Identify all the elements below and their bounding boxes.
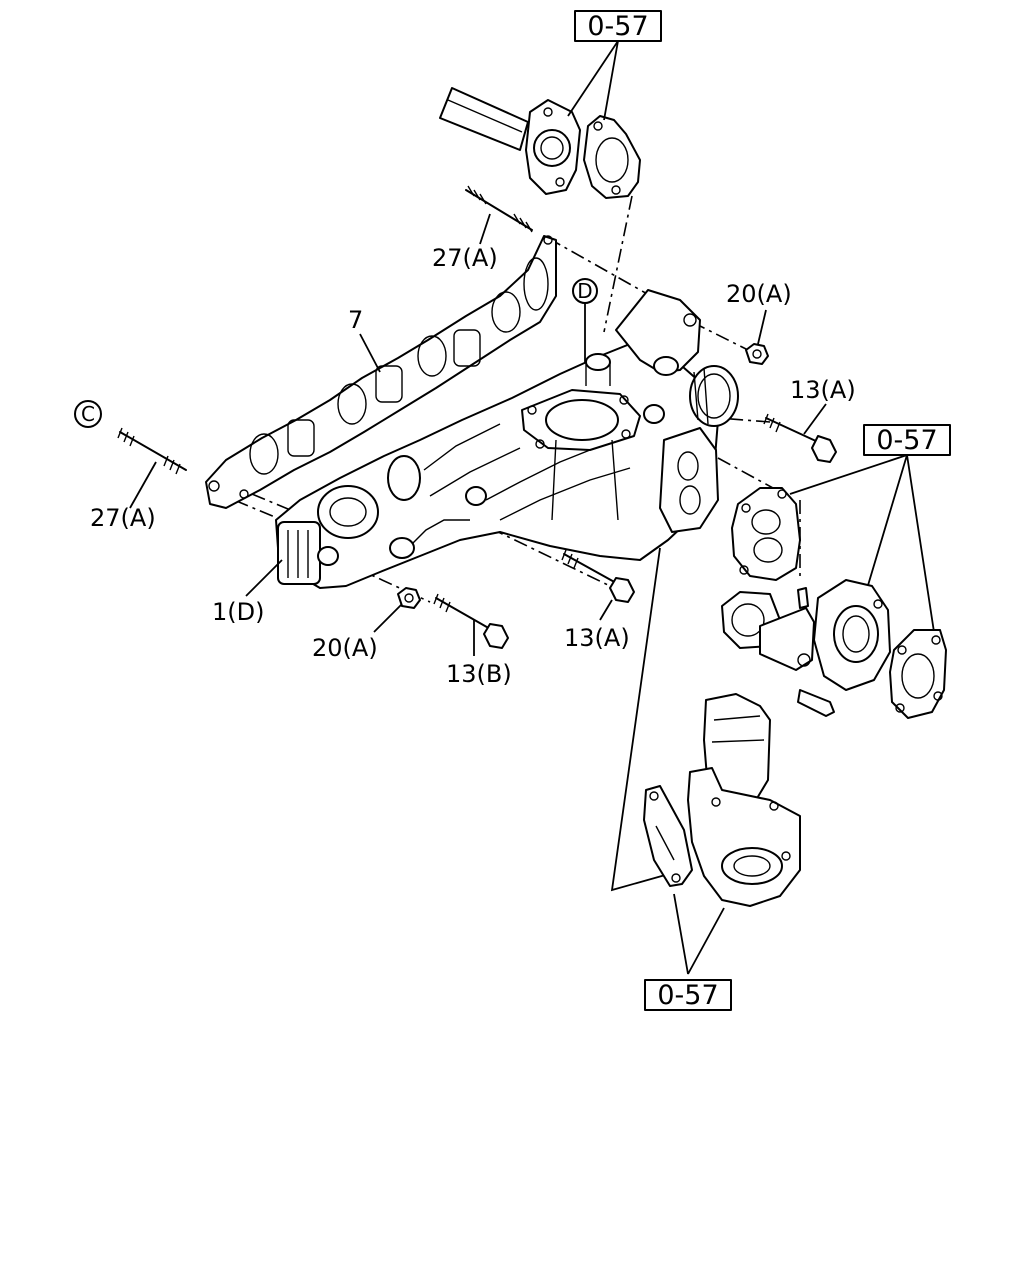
label-20a-lower: 20(A) xyxy=(312,634,378,662)
callout-circle-c xyxy=(74,400,102,428)
label-27a-left: 27(A) xyxy=(90,504,156,532)
label-7: 7 xyxy=(348,306,363,334)
nut-20a-upper xyxy=(745,343,769,365)
ref-box-right xyxy=(863,424,951,456)
bolt-13b xyxy=(433,593,509,649)
egr-pipe-gasket-top xyxy=(583,115,641,199)
egr-gasket-right-lower xyxy=(889,629,947,719)
intake-manifold-1d xyxy=(275,289,739,589)
ref-label-top: 0-57 xyxy=(587,11,648,42)
nut-20a-lower xyxy=(397,587,421,609)
label-13a-lower: 13(A) xyxy=(564,624,630,652)
label-1d: 1(D) xyxy=(212,598,264,626)
label-27a-upper: 27(A) xyxy=(432,244,498,272)
egr-valve xyxy=(687,693,801,907)
ref-box-bottom xyxy=(644,979,732,1011)
label-circle-c: C xyxy=(81,402,95,426)
bolt-13a-upper xyxy=(763,413,837,463)
ref-box-top xyxy=(574,10,662,42)
stud-27a-upper xyxy=(465,185,533,233)
intake-manifold-gasket-7 xyxy=(205,235,557,509)
throttle-valve-assembly xyxy=(721,579,891,717)
ref-label-bottom: 0-57 xyxy=(657,980,718,1011)
label-20a-upper: 20(A) xyxy=(726,280,792,308)
bolt-13a-lower xyxy=(561,549,635,603)
label-13b: 13(B) xyxy=(446,660,512,688)
egr-gasket-right-upper xyxy=(731,487,801,581)
egr-valve-gasket-bottom xyxy=(643,785,693,887)
label-circle-d: D xyxy=(577,279,592,303)
stud-27a-left xyxy=(117,427,187,475)
egr-pipe-with-flange xyxy=(439,87,581,195)
ref-label-right: 0-57 xyxy=(876,425,937,456)
label-13a-upper: 13(A) xyxy=(790,376,856,404)
